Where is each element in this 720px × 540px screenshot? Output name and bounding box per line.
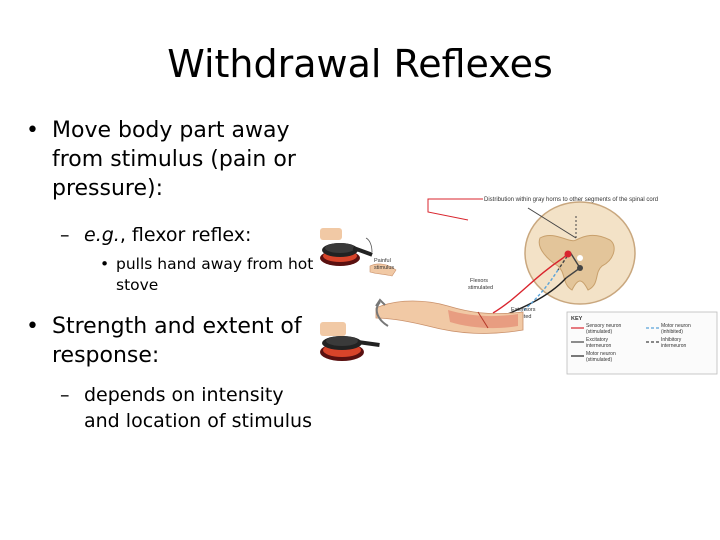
bullet-1: • Move body part away from stimulus (pai…	[26, 116, 296, 203]
bullet-marker: •	[26, 118, 39, 143]
sub-bullet-1: – e.g., flexor reflex:	[60, 222, 251, 248]
hot-stove-icon	[320, 228, 373, 266]
key-item-motor-neuron-stimulated: Motor neuron (stimulated)	[571, 351, 616, 363]
hot-stove-icon	[320, 322, 380, 361]
key-item-sensory-neuron: Sensory neuron (stimulated)	[571, 323, 622, 335]
bullet-1-line-1: Move body part away	[52, 118, 290, 143]
key-label: Motor neuron	[661, 323, 691, 329]
sub-bullet-marker: –	[60, 384, 70, 406]
withdrawal-arrowhead	[375, 298, 386, 307]
key-sub: interneuron	[586, 343, 612, 349]
flexors-stimulated-label: stimulated	[468, 285, 493, 291]
key-label: Motor neuron	[586, 351, 616, 357]
flexors-label: Flexors	[470, 278, 488, 284]
example-abbrev: e.g.	[84, 224, 120, 246]
sub-bullet-2-line-2: and location of stimulus	[84, 410, 312, 432]
key-label: Inhibitory	[661, 337, 682, 343]
bullet-2: • Strength and extent of response:	[26, 312, 302, 370]
bullet-2-line-2: response:	[52, 343, 160, 368]
sub-sub-bullet-marker: •	[100, 255, 110, 273]
sub-sub-bullet-line-1: pulls hand away from hot	[116, 255, 314, 273]
sub-bullet-2-line-1: depends on intensity	[84, 384, 284, 406]
flexor-reflex-figure: Distribution within gray horns to other …	[320, 197, 718, 375]
bullet-2-line-1: Strength and extent of	[52, 314, 302, 339]
key-sub: interneuron	[661, 343, 687, 349]
bullet-marker: •	[26, 314, 39, 339]
key-item-motor-neuron-inhibited: Motor neuron (inhibited)	[646, 323, 691, 335]
sub-sub-bullet-line-2: stove	[116, 276, 159, 294]
key-title: KEY	[571, 316, 583, 322]
slide-title: Withdrawal Reflexes	[167, 42, 553, 86]
figure-caption: Distribution within gray horns to other …	[484, 197, 658, 203]
bullet-1-line-3: pressure):	[52, 176, 164, 201]
key-label: Excitatory	[586, 337, 608, 343]
key-item-excitatory-interneuron: Excitatory interneuron	[571, 337, 612, 349]
figure-key: KEY Sensory neuron (stimulated) Motor ne…	[566, 311, 718, 375]
sub-bullet-marker: –	[60, 224, 70, 246]
key-item-inhibitory-interneuron: Inhibitory interneuron	[646, 337, 687, 349]
distribution-arrow	[427, 198, 483, 221]
arm-icon	[375, 300, 524, 334]
key-sub: (inhibited)	[661, 329, 683, 335]
bullet-1-line-2: from stimulus (pain or	[52, 147, 296, 172]
sub-sub-bullet-1: • pulls hand away from hot stove	[100, 254, 313, 296]
key-sub: (stimulated)	[586, 329, 612, 335]
extensors-label: Extensors	[511, 307, 536, 313]
key-label: Sensory neuron	[586, 323, 622, 329]
pain-arrow	[365, 237, 373, 253]
sub-bullet-1-text: , flexor reflex:	[119, 224, 252, 246]
key-sub: (stimulated)	[586, 357, 612, 363]
stimulus-label: stimulus	[374, 265, 394, 271]
hand-icon	[369, 263, 397, 277]
withdrawal-arrow	[375, 301, 389, 327]
sub-bullet-2: – depends on intensity and location of s…	[60, 382, 312, 434]
painful-label: Painful	[374, 258, 391, 264]
